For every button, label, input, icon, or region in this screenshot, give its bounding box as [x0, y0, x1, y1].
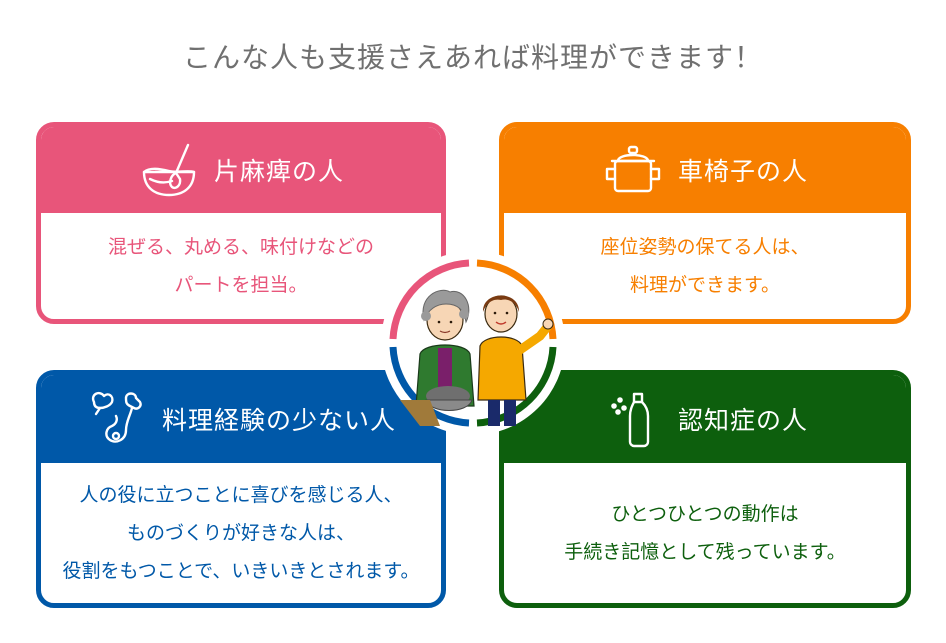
card-dementia-line-2: 手続き記憶として残っています。	[564, 541, 846, 563]
card-dementia-header: 認知症の人	[504, 375, 906, 463]
card-wheelchair-line-1: 座位姿勢の保てる人は、	[600, 236, 810, 258]
card-inexperienced-line-3: 役割をもつことで、いきいきとされます。	[62, 560, 420, 582]
card-dementia-line-1: ひとつひとつの動作は	[611, 503, 799, 525]
card-hemiplegia-line-1: 混ぜる、丸める、味付けなどの	[107, 236, 374, 258]
caregiver-figure	[477, 295, 554, 426]
bottle-icon	[602, 388, 664, 450]
card-dementia: 認知症の人 ひとつひとつの動作は 手続き記憶として残っています。	[499, 370, 911, 608]
card-wheelchair-title: 車椅子の人	[677, 157, 808, 186]
card-hemiplegia-body: 混ぜる、丸める、味付けなどの パートを担当。	[41, 213, 441, 319]
card-inexperienced-title: 料理経験の少ない人	[161, 406, 396, 435]
pot-icon	[602, 139, 664, 201]
page-title: こんな人も支援さえあれば料理ができます！	[182, 41, 763, 74]
oven-mitts-icon	[86, 388, 148, 450]
elder-figure	[400, 289, 475, 426]
center-illustration	[380, 250, 566, 436]
card-inexperienced-line-2: ものづくりが好きな人は、	[126, 522, 355, 544]
card-inexperienced-line-1: 人の役に立つことに喜びを感じる人、	[79, 484, 403, 506]
card-wheelchair-body: 座位姿勢の保てる人は、 料理ができます。	[504, 213, 906, 319]
card-dementia-title: 認知症の人	[677, 406, 808, 435]
card-hemiplegia-title: 片麻痺の人	[213, 157, 344, 186]
card-wheelchair-header: 車椅子の人	[504, 127, 906, 213]
card-inexperienced: 料理経験の少ない人 人の役に立つことに喜びを感じる人、 ものづくりが好きな人は、…	[36, 370, 446, 608]
card-dementia-body: ひとつひとつの動作は 手続き記憶として残っています。	[504, 463, 906, 603]
card-hemiplegia-header: 片麻痺の人	[41, 127, 441, 213]
card-wheelchair: 車椅子の人 座位姿勢の保てる人は、 料理ができます。	[499, 122, 911, 324]
whisk-bowl-icon	[138, 139, 200, 201]
card-hemiplegia-line-2: パートを担当。	[174, 274, 308, 296]
card-wheelchair-line-2: 料理ができます。	[629, 274, 781, 296]
card-hemiplegia: 片麻痺の人 混ぜる、丸める、味付けなどの パートを担当。	[36, 122, 446, 324]
card-inexperienced-body: 人の役に立つことに喜びを感じる人、 ものづくりが好きな人は、 役割をもつことで、…	[41, 463, 441, 603]
card-inexperienced-header: 料理経験の少ない人	[41, 375, 441, 463]
